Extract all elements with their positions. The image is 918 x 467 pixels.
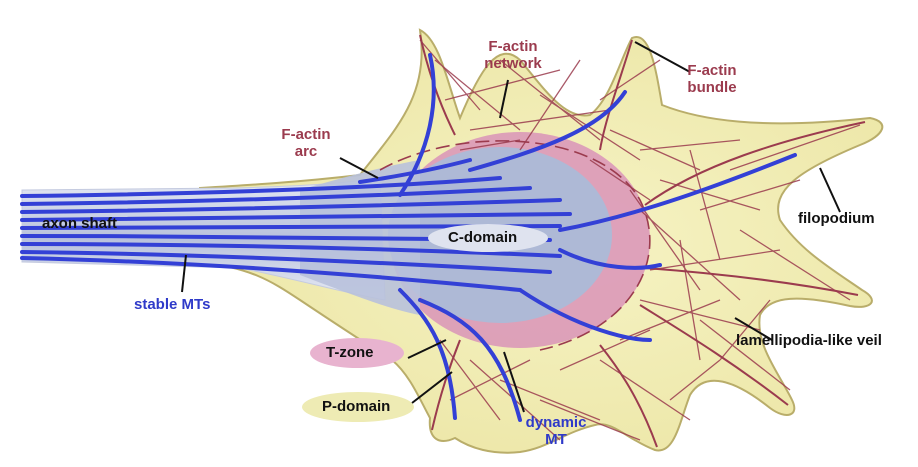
filopodium-label: filopodium — [798, 210, 875, 227]
axon-shaft-label: axon shaft — [42, 215, 117, 232]
leader-filopodium — [820, 168, 840, 212]
c-domain-label: C-domain — [448, 229, 517, 246]
dynamic-mt-label: dynamic MT — [518, 414, 594, 448]
lamellipodia-veil-label: lamellipodia-like veil — [736, 332, 882, 349]
f-actin-bundle-label: F-actin bundle — [672, 62, 752, 96]
p-domain-label: P-domain — [322, 398, 390, 415]
t-zone-label: T-zone — [326, 344, 374, 361]
stable-mts-label: stable MTs — [134, 296, 210, 313]
f-actin-network-label: F-actin network — [468, 38, 558, 72]
f-actin-arc-label: F-actin arc — [270, 126, 342, 160]
